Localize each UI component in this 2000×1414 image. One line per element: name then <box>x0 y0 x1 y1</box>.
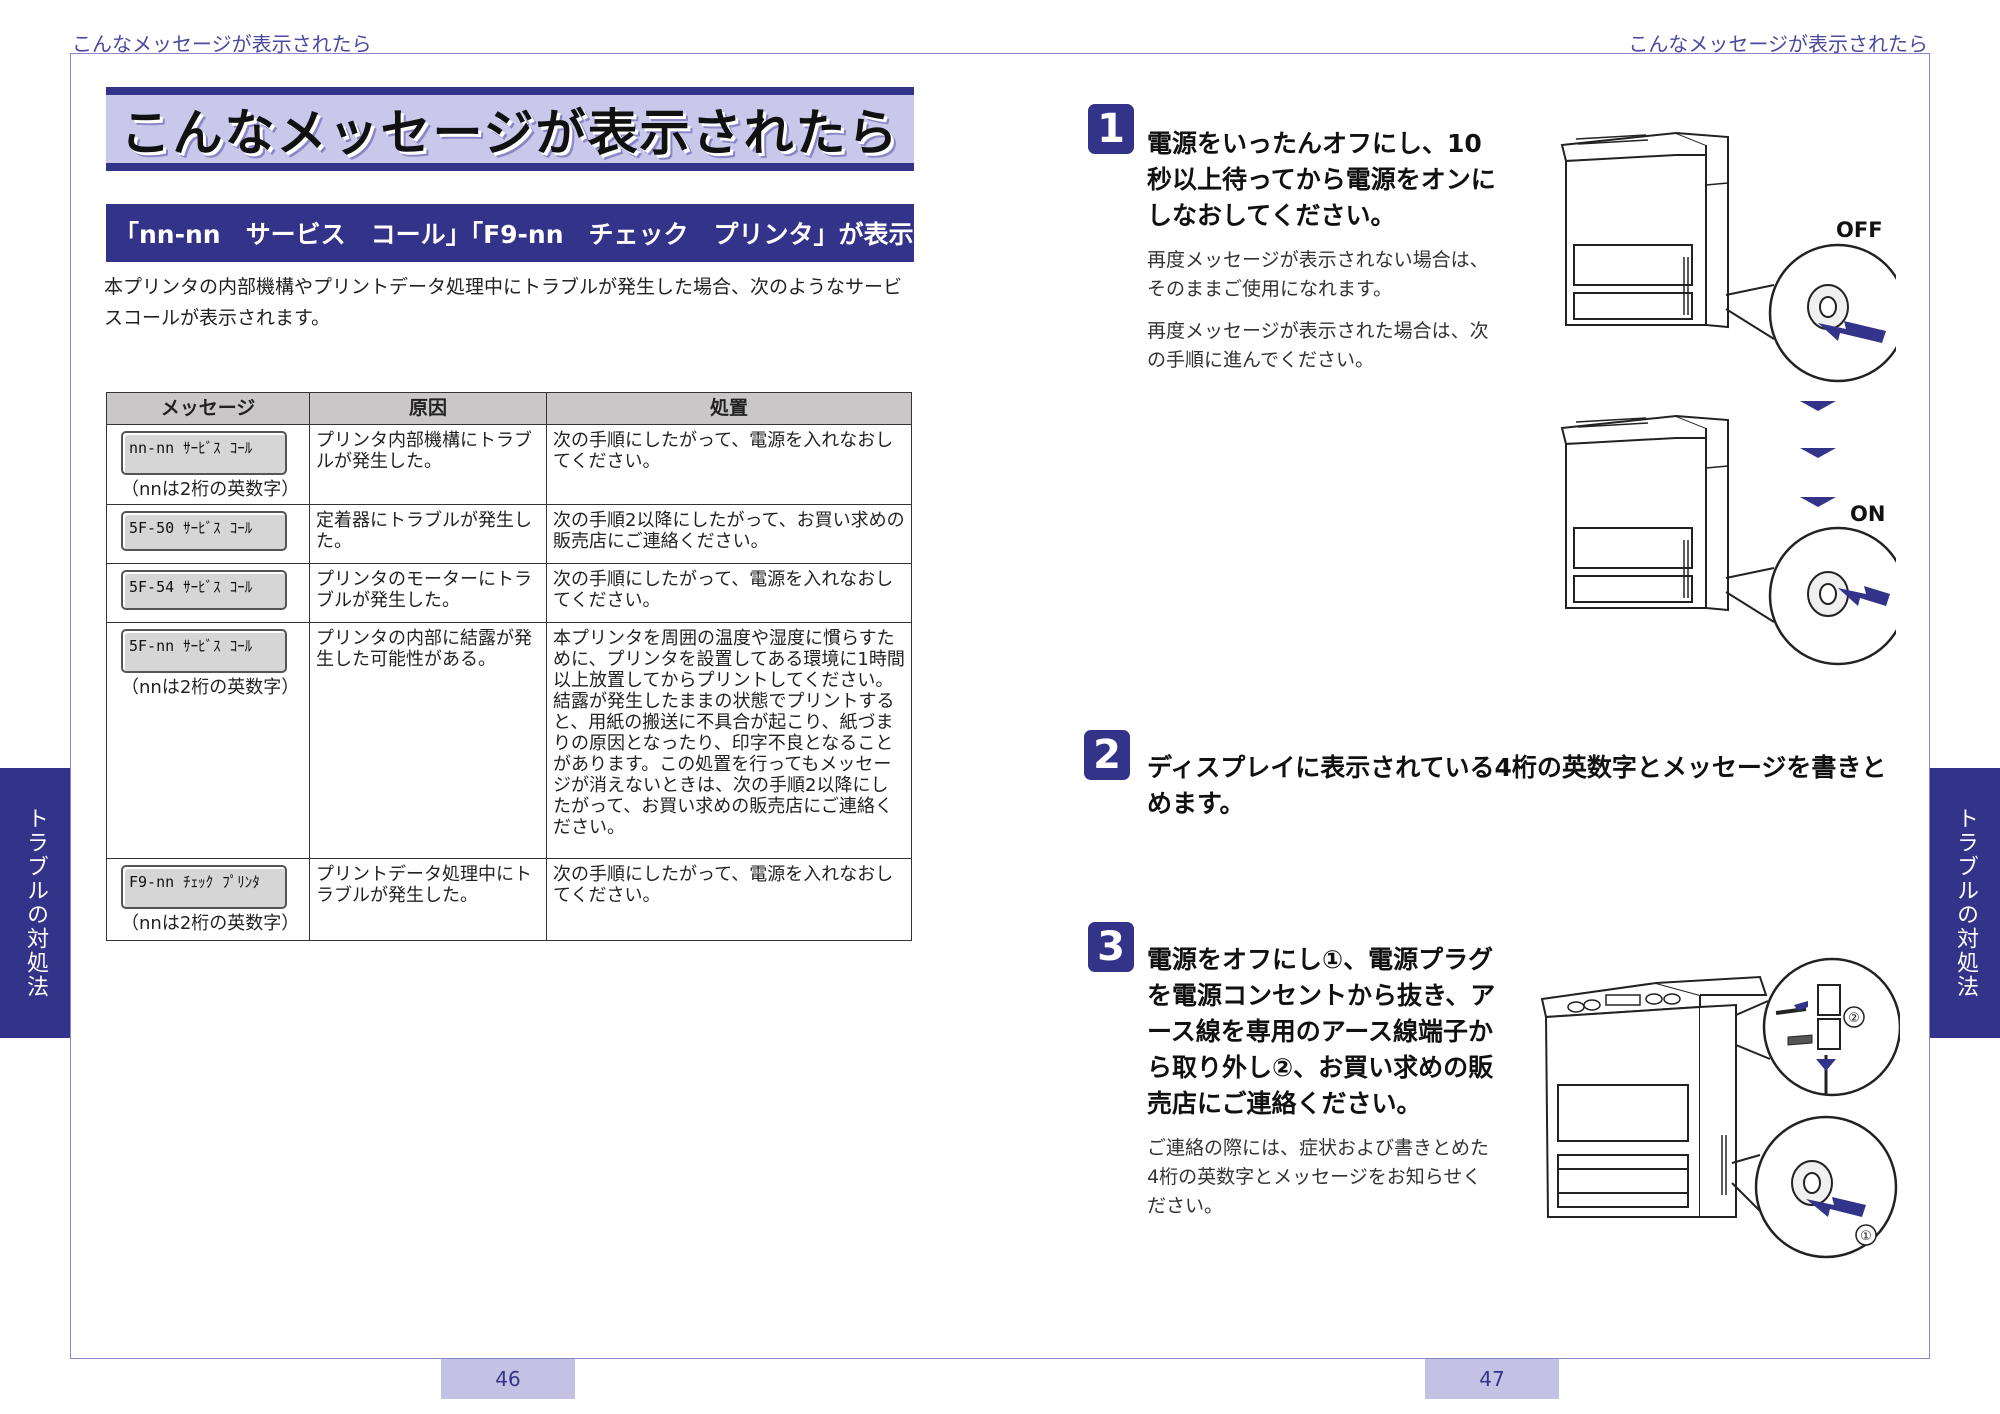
printer-off-illustration <box>1560 131 1896 383</box>
page-number-right: 47 <box>1425 1359 1559 1399</box>
down-arrow-icon <box>1800 448 1836 458</box>
cause-cell: 定着器にトラブルが発生した。 <box>309 504 547 564</box>
step-1-body-para-2: 再度メッセージが表示された場合は、次の手順に進んでください。 <box>1147 320 1489 371</box>
message-cell: 5F-54 ｻｰﾋﾞｽ ｺｰﾙ <box>106 563 310 623</box>
page-frame <box>70 53 1930 1359</box>
action-cell: 次の手順にしたがって、電源を入れなおしてください。 <box>546 858 912 941</box>
message-cell: F9-nn ﾁｪｯｸ ﾌﾟﾘﾝﾀ （nnは2桁の英数字） <box>106 858 310 941</box>
callout-2: ② <box>1848 1011 1860 1026</box>
step-2-heading: ディスプレイに表示されている4桁の英数字とメッセージを書きとめます。 <box>1147 753 1887 818</box>
table-row: nn-nn ｻｰﾋﾞｽ ｺｰﾙ （nnは2桁の英数字） プリンタ内部機構にトラブ… <box>106 424 912 505</box>
lcd-message: nn-nn ｻｰﾋﾞｽ ｺｰﾙ <box>121 431 287 475</box>
lcd-message: F9-nn ﾁｪｯｸ ﾌﾟﾘﾝﾀ <box>121 865 287 909</box>
cause-cell: プリンタのモーターにトラブルが発生した。 <box>309 563 547 623</box>
lcd-message: 5F-54 ｻｰﾋﾞｽ ｺｰﾙ <box>121 570 287 610</box>
lcd-message: 5F-50 ｻｰﾋﾞｽ ｺｰﾙ <box>121 511 287 551</box>
step-number-2: 2 <box>1084 730 1130 780</box>
printer-on-illustration <box>1560 414 1896 666</box>
action-cell: 次の手順にしたがって、電源を入れなおしてください。 <box>546 563 912 623</box>
action-cell: 本プリンタを周囲の温度や湿度に慣らすために、プリンタを設置してある環境に1時間以… <box>546 622 912 859</box>
message-note: （nnは2桁の英数字） <box>121 913 300 934</box>
printer-unplug-illustration: ① ② <box>1540 957 1900 1259</box>
side-tab-right[interactable]: トラブルの対処法 <box>1930 768 2000 1038</box>
service-call-table: メッセージ 原因 処置 nn-nn ｻｰﾋﾞｽ ｺｰﾙ （nnは2桁の英数字） … <box>106 392 912 941</box>
step-1-heading: 電源をいったんオフにし、10秒以上待ってから電源をオンにしなおしてください。 <box>1147 129 1496 230</box>
message-cell: 5F-nn ｻｰﾋﾞｽ ｺｰﾙ （nnは2桁の英数字） <box>106 622 310 859</box>
cause-cell: プリンタの内部に結露が発生した可能性がある。 <box>309 622 547 859</box>
message-cell: nn-nn ｻｰﾋﾞｽ ｺｰﾙ （nnは2桁の英数字） <box>106 424 310 505</box>
side-tab-left[interactable]: トラブルの対処法 <box>0 768 70 1038</box>
on-label: ON <box>1850 502 1886 526</box>
callout-1: ① <box>1860 1229 1872 1244</box>
table-header-row: メッセージ 原因 処置 <box>106 392 912 425</box>
action-cell: 次の手順にしたがって、電源を入れなおしてください。 <box>546 424 912 505</box>
running-header-left: こんなメッセージが表示されたら <box>72 32 372 56</box>
column-header-cause: 原因 <box>309 392 547 425</box>
intro-text: 本プリンタの内部機構やプリントデータ処理中にトラブルが発生した場合、次のようなサ… <box>104 276 903 329</box>
action-cell: 次の手順2以降にしたがって、お買い求めの販売店にご連絡ください。 <box>546 504 912 564</box>
page-number-left: 46 <box>441 1359 575 1399</box>
section-heading: 「nn-nn サービス コール」「F9-nn チェック プリンタ」が表示されたと… <box>106 204 1064 262</box>
step-number-3: 3 <box>1088 922 1134 972</box>
page-title-text: こんなメッセージが表示されたら <box>120 104 900 162</box>
table-row: 5F-54 ｻｰﾋﾞｽ ｺｰﾙ プリンタのモーターにトラブルが発生した。 次の手… <box>106 563 912 623</box>
column-header-action: 処置 <box>546 392 912 425</box>
off-label: OFF <box>1836 218 1883 242</box>
lcd-message: 5F-nn ｻｰﾋﾞｽ ｺｰﾙ <box>121 629 287 673</box>
message-cell: 5F-50 ｻｰﾋﾞｽ ｺｰﾙ <box>106 504 310 564</box>
cause-cell: プリントデータ処理中にトラブルが発生した。 <box>309 858 547 941</box>
down-arrow-icon <box>1800 401 1836 411</box>
table-row: 5F-50 ｻｰﾋﾞｽ ｺｰﾙ 定着器にトラブルが発生した。 次の手順2以降にし… <box>106 504 912 564</box>
column-header-message: メッセージ <box>106 392 310 425</box>
step-1-body-para-1: 再度メッセージが表示されない場合は、そのままご使用になれます。 <box>1147 249 1489 300</box>
down-arrow-icon <box>1800 497 1836 507</box>
table-row: F9-nn ﾁｪｯｸ ﾌﾟﾘﾝﾀ （nnは2桁の英数字） プリントデータ処理中に… <box>106 858 912 941</box>
message-note: （nnは2桁の英数字） <box>121 479 300 500</box>
table-row: 5F-nn ｻｰﾋﾞｽ ｺｰﾙ （nnは2桁の英数字） プリンタの内部に結露が発… <box>106 622 912 859</box>
step-1-body: 再度メッセージが表示されない場合は、そのままご使用になれます。 再度メッセージが… <box>1147 246 1497 375</box>
step-3-body: ご連絡の際には、症状および書きとめた4桁の英数字とメッセージをお知らせください。 <box>1147 1137 1490 1217</box>
step-number-1: 1 <box>1088 104 1134 154</box>
step-3-heading: 電源をオフにし①、電源プラグを電源コンセントから抜き、アース線を専用のアース線端… <box>1147 945 1496 1118</box>
message-note: （nnは2桁の英数字） <box>121 677 300 698</box>
page-title: こんなメッセージが表示されたら <box>106 87 914 171</box>
cause-cell: プリンタ内部機構にトラブルが発生した。 <box>309 424 547 505</box>
running-header-right: こんなメッセージが表示されたら <box>1628 32 1928 56</box>
